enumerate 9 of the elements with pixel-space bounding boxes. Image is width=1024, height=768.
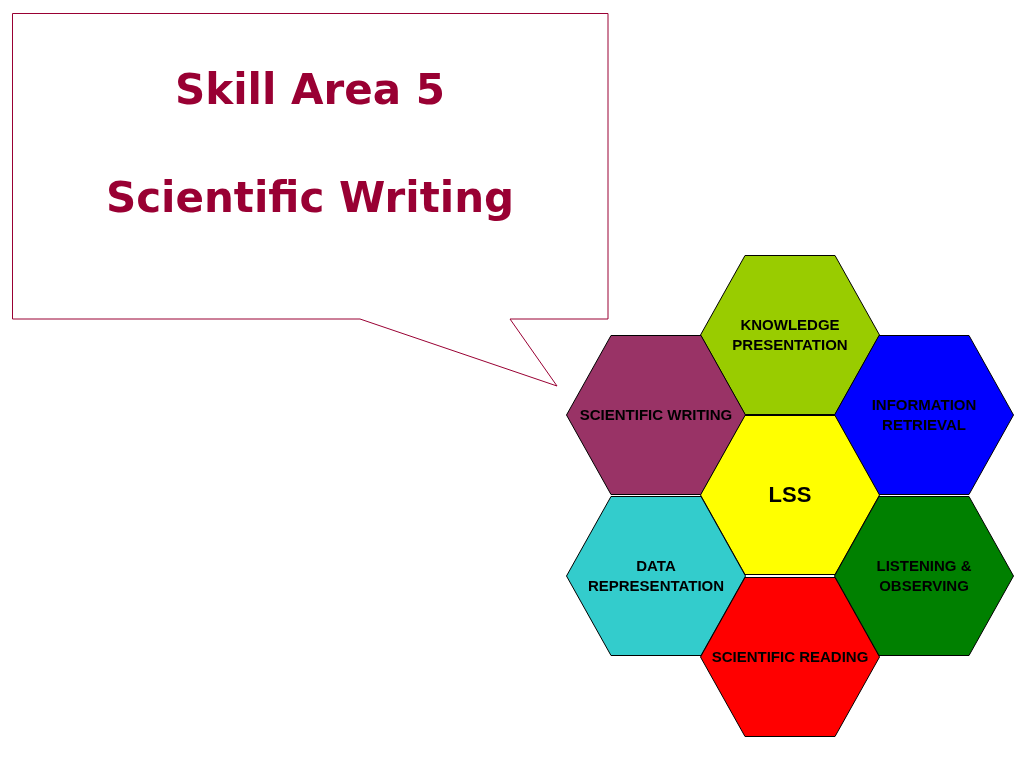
hexagon-label: SCIENTIFIC READING (710, 647, 870, 667)
hexagon-label: LSS (768, 485, 812, 505)
callout-title: Scientific Writing (104, 173, 516, 222)
hexagon-label: KNOWLEDGE PRESENTATION (731, 315, 849, 355)
hexagon-label: SCIENTIFIC WRITING (578, 405, 734, 425)
hexagon-label: LISTENING & OBSERVING (875, 556, 973, 596)
hexagon-label: DATA REPRESENTATION (586, 556, 726, 596)
callout-heading: Skill Area 5 (174, 65, 446, 114)
hexagon-label: INFORMATION RETRIEVAL (870, 395, 978, 435)
